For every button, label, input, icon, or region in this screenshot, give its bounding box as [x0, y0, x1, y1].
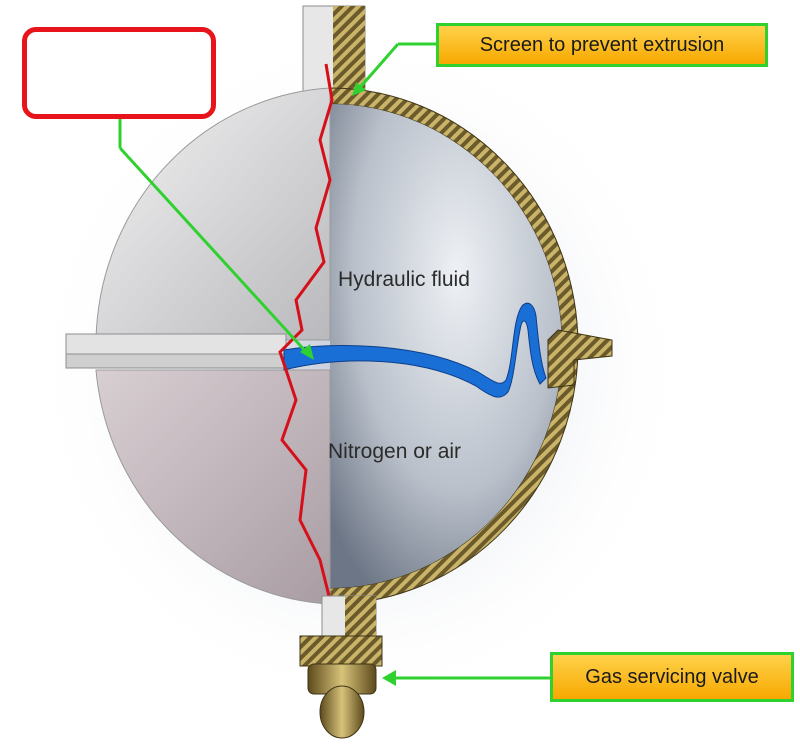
flange-ring-right	[547, 329, 613, 389]
top-fitting-section	[333, 6, 365, 92]
exterior-upper-half	[95, 87, 331, 341]
callout-screen: Screen to prevent extrusion	[436, 23, 768, 67]
blank-label-box	[22, 27, 216, 119]
label-hydraulic-fluid: Hydraulic fluid	[338, 268, 470, 291]
cutaway-edge	[278, 63, 334, 601]
exterior-lower-half	[95, 369, 331, 605]
callout-gas-valve: Gas servicing valve	[550, 652, 794, 702]
callout-gas-valve-text: Gas servicing valve	[585, 665, 759, 688]
valve-cap	[319, 685, 365, 739]
flange-ring-left	[65, 333, 287, 355]
diaphragm	[283, 302, 547, 398]
callout-screen-text: Screen to prevent extrusion	[479, 33, 725, 56]
interior-cavity	[330, 104, 562, 588]
label-nitrogen-air: Nitrogen or air	[328, 440, 462, 463]
